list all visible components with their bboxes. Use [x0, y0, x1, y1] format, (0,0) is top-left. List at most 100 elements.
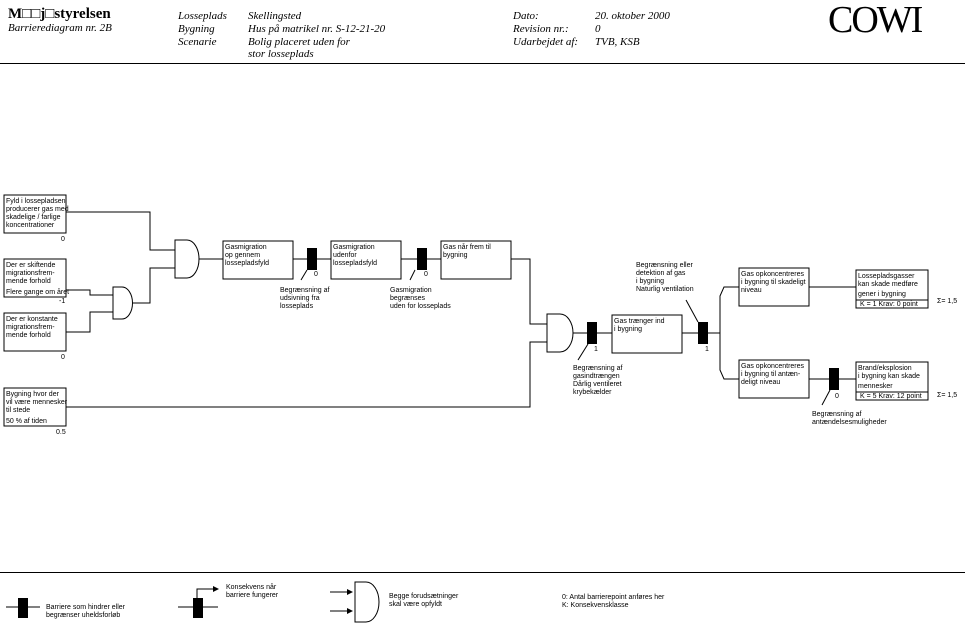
legend-consequence-line-1: Konsekvens når [226, 583, 277, 591]
legend-barrier-line-2: begrænser uheldsforløb [46, 612, 120, 619]
barrier-3-value: 1 [594, 346, 598, 353]
barrier-1-value: 0 [314, 271, 318, 278]
event-box-migration-outside [330, 240, 402, 280]
line-variable-to-gate1 [66, 289, 113, 296]
consequence-2-line-3: mennesker [858, 383, 893, 390]
meta-value-udarbejdet: TVB, KSB [595, 36, 640, 48]
line-event3-to-gate3 [511, 258, 547, 325]
leader-barrier-4 [685, 299, 699, 323]
input-box-variable-migration [3, 258, 67, 298]
event-1-line-2: op gennem [225, 252, 260, 259]
input-3-value: 0 [61, 354, 65, 361]
barrier-2-line-2: begrænses [390, 295, 426, 302]
barrier-block-3 [587, 322, 597, 344]
input-1-line-3: skadelige / farlige [6, 214, 61, 221]
consequence-2-line-1: Brand/eksplosion [858, 365, 912, 372]
and-gate-2 [174, 239, 200, 279]
and-gate-1 [112, 286, 133, 320]
legend-note-1: 0: Antal barrierepoint anføres her [562, 594, 665, 601]
legend-consequence-line-2: barriere fungerer [226, 592, 279, 599]
barrier-2-line-1: Gasmigration [390, 287, 432, 294]
input-1-line-2: producerer gas med [6, 206, 69, 213]
consequence-1-line-3: gener i bygning [858, 291, 906, 298]
input-1-value: 0 [61, 236, 65, 243]
input-3-line-3: mende forhold [6, 332, 51, 339]
barrier-1-line-3: losseplads [280, 303, 314, 310]
cowi-logo: COWI [828, 0, 923, 41]
diagram-subtitle: Barrierediagram nr. 2B [8, 22, 112, 34]
barrier-3-line-3: Dårlig ventileret [573, 380, 622, 388]
input-1-line-4: koncentrationer [6, 222, 55, 229]
event-2-line-3: lossepladsfyld [333, 260, 377, 267]
legend-consequence-arrow [196, 586, 219, 601]
leader-barrier-3 [577, 343, 589, 361]
event-1-line-1: Gasmigration [225, 244, 267, 251]
input-2-line-4: Flere gange om året [6, 288, 69, 296]
organization-name: M□□j□styrelsen [8, 6, 111, 22]
barrier-3-line-4: krybekælder [573, 389, 612, 396]
input-1-line-1: Fyld i lossepladsen [6, 198, 66, 205]
header-rule [0, 63, 965, 64]
consequence-1-class: K = 1 Krav: 0 point [860, 301, 918, 308]
field-value-scenarie: Bolig placeret uden for [248, 36, 350, 48]
input-4-value: 0.5 [56, 429, 66, 436]
input-4-line-4: 50 % af tiden [6, 418, 47, 425]
field-label-scenarie: Scenarie [178, 36, 217, 48]
leader-barrier-1 [300, 269, 308, 281]
meta-label-udarbejdet: Udarbejdet af: [513, 36, 579, 48]
input-2-line-2: migrationsfrem- [6, 270, 55, 277]
leader-barrier-5 [821, 389, 831, 406]
event-5-line-3: niveau [741, 287, 762, 294]
barrier-2-value: 0 [424, 271, 428, 278]
input-4-line-3: til stede [6, 407, 30, 414]
barrier-4-line-1: Begrænsning eller [636, 262, 693, 269]
field-label-bygning: Bygning [178, 23, 215, 35]
legend-rule [0, 572, 965, 573]
event-5-line-1: Gas opkoncentreres [741, 271, 805, 278]
event-6-line-2: i bygning til antæn- [741, 371, 801, 378]
input-3-line-2: migrationsfrem- [6, 324, 55, 331]
meta-label-dato: Dato: [513, 10, 539, 22]
barrier-block-2 [417, 248, 427, 270]
event-box-migration-fill [222, 240, 294, 280]
legend-barrier-line-1: Barriere som hindrer eller [46, 604, 126, 611]
event-box-gas-reaches-building [440, 240, 512, 280]
input-box-fill-gas [3, 194, 67, 234]
event-4-line-1: Gas trænger ind [614, 318, 665, 325]
legend-and-gate-line-2: skal være opfyldt [389, 601, 442, 608]
consequence-box-fire [855, 361, 929, 401]
barrier-4-line-4: Naturlig ventilation [636, 286, 694, 293]
line-gate1-to-gate2 [133, 267, 175, 304]
and-gate-3 [546, 313, 574, 353]
consequence-1-sigma: Σ= 1,5 [937, 298, 957, 305]
input-4-line-2: vil være mennesker [6, 399, 68, 406]
barrier-3-line-1: Begrænsning af [573, 365, 622, 372]
input-2-line-1: Der er skiftende [6, 262, 56, 269]
input-3-line-1: Der er konstante [6, 316, 58, 323]
event-4-line-2: i bygning [614, 326, 642, 333]
consequence-1-line-2: kan skade medføre [858, 281, 918, 288]
meta-label-revision: Revision nr.: [513, 23, 569, 35]
input-2-line-3: mende forhold [6, 278, 51, 285]
event-3-line-2: bygning [443, 252, 468, 259]
event-box-gas-enters [611, 314, 683, 354]
field-value-scenarie-cont: stor losseplads [248, 48, 314, 60]
event-2-line-2: udenfor [333, 252, 357, 259]
event-6-line-3: deligt niveau [741, 379, 780, 386]
consequence-2-line-2: i bygning kan skade [858, 373, 920, 380]
barrier-1-line-2: udsivning fra [280, 295, 320, 302]
meta-value-dato: 20. oktober 2000 [595, 10, 670, 22]
input-2-value: -1 [59, 298, 65, 305]
event-3-line-1: Gas når frem til [443, 243, 491, 251]
barrier-2-line-3: uden for losseplads [390, 303, 451, 310]
field-label-losseplads: Lossеplads [178, 10, 227, 22]
barrier-4-line-2: detektion af gas [636, 270, 686, 277]
event-1-line-3: lossepladsfyld [225, 260, 269, 267]
barrier-block-5 [829, 368, 839, 390]
field-value-bygning: Hus på matrikel nr. S-12-21-20 [248, 23, 386, 35]
leader-barrier-2 [409, 269, 416, 281]
meta-value-revision: 0 [595, 23, 601, 35]
field-value-losseplads: Skellingsted [248, 10, 302, 22]
legend-and-gate [354, 581, 380, 623]
line-split-lower [719, 333, 739, 380]
